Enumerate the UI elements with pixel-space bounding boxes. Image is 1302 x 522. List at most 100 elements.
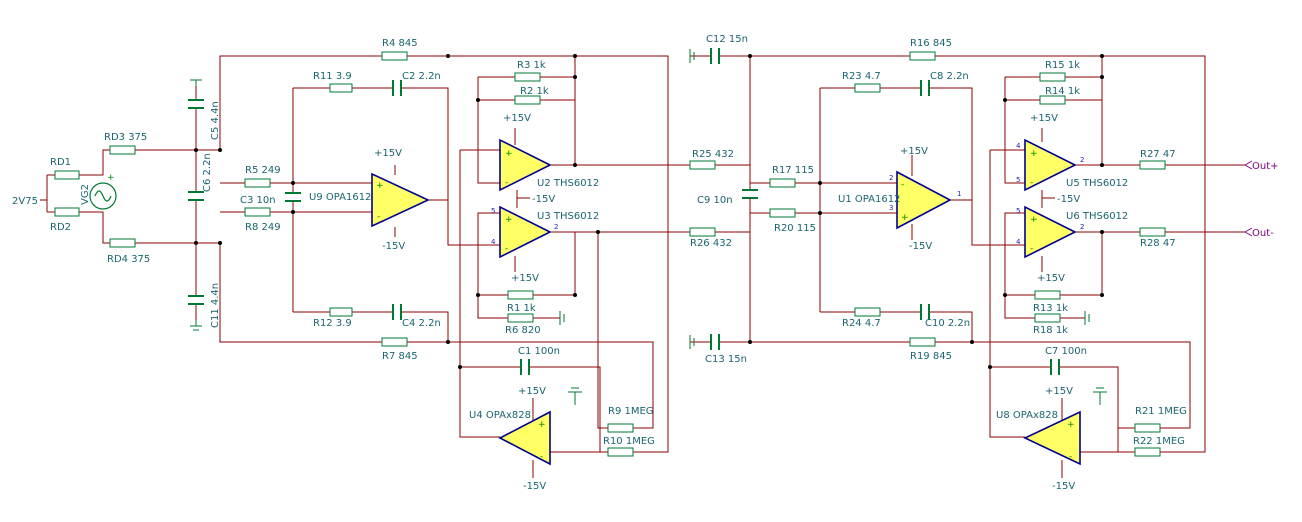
resistor-r17[interactable]: R17 115 xyxy=(769,165,814,188)
supply-pos-label: +15V xyxy=(1030,113,1058,124)
resistor-r26[interactable]: R26 432 xyxy=(689,227,732,249)
resistor-r8[interactable]: R8 249 xyxy=(244,207,281,233)
resistor-r27[interactable]: R27 47 xyxy=(1139,149,1176,170)
voltage-source-vg2[interactable]: + VG2 2V75 xyxy=(12,173,117,210)
capacitor-c1[interactable]: C1 100n xyxy=(518,346,560,375)
source-value-label: 2V75 xyxy=(12,196,38,207)
opamp-u6[interactable]: + - U6 THS6012 +15V 5 4 2 xyxy=(1016,205,1128,284)
junction-dot xyxy=(1100,54,1104,58)
resistor-r25[interactable]: R25 432 xyxy=(689,149,734,170)
junction-dot xyxy=(1100,163,1104,167)
ground-icon xyxy=(559,311,565,325)
resistor-r4[interactable]: R4 845 xyxy=(381,38,418,61)
resistor-rd1[interactable]: RD1 xyxy=(50,157,80,180)
junction-dot xyxy=(1100,230,1104,234)
capacitor-c4[interactable]: C4 2.2n xyxy=(392,304,441,329)
capacitor-c13[interactable]: C13 15n xyxy=(705,334,747,365)
pin-number: 4 xyxy=(491,238,496,246)
grounds xyxy=(190,49,1107,405)
source-plus-sign: + xyxy=(107,173,115,183)
resistor-r18[interactable]: R18 1k xyxy=(1033,313,1068,336)
port-arrow-icon xyxy=(1244,160,1253,170)
opamp-u1[interactable]: - + +15V -15V U1 OPA1612 2 3 1 xyxy=(838,146,961,252)
opamp-u5[interactable]: + - +15V -15V U5 THS6012 4 5 2 xyxy=(1016,113,1128,208)
opamp-triangle-icon xyxy=(498,410,551,466)
resistor-r12[interactable]: R12 3.9 xyxy=(313,307,353,329)
resistor-r2[interactable]: R2 1k xyxy=(514,86,549,105)
resistor-label: R25 432 xyxy=(692,149,734,160)
capacitor-c11[interactable]: C11 4.4n xyxy=(184,243,221,328)
opamp-u4[interactable]: + - +15V -15V U4 OPAx828 xyxy=(469,386,551,492)
capacitor-c9[interactable]: C9 10n xyxy=(697,189,758,210)
resistor-r7[interactable]: R7 845 xyxy=(381,337,418,362)
capacitor-c10[interactable]: C10 2.2n xyxy=(920,304,970,329)
resistor-label: R19 845 xyxy=(910,351,952,362)
resistor-rd2[interactable]: RD2 xyxy=(50,207,80,233)
junction-dots xyxy=(194,54,1104,369)
junction-dot xyxy=(573,75,577,79)
resistor-r19[interactable]: R19 845 xyxy=(909,337,952,362)
opamp-plus-sign: + xyxy=(901,213,909,223)
resistor-r6[interactable]: R6 820 xyxy=(505,313,541,336)
opamp-u2[interactable]: + - +15V U2 THS6012 xyxy=(499,113,599,192)
resistor-r21[interactable]: R21 1MEG xyxy=(1134,406,1187,433)
junction-dot xyxy=(218,148,222,152)
resistor-label: R18 1k xyxy=(1033,325,1068,336)
resistor-r3[interactable]: R3 1k xyxy=(514,60,546,82)
resistor-r23[interactable]: R23 4.7 xyxy=(842,71,881,93)
capacitor-c6[interactable]: C6 2.2n xyxy=(184,153,213,201)
capacitor-c7[interactable]: C7 100n xyxy=(1045,346,1087,375)
resistor-r22[interactable]: R22 1MEG xyxy=(1133,436,1185,457)
resistor-r28[interactable]: R28 47 xyxy=(1139,227,1176,249)
opamp-minus-sign: - xyxy=(505,244,508,254)
output-port-pos[interactable]: Out+ xyxy=(1244,160,1279,172)
junction-dot xyxy=(1100,75,1104,79)
capacitor-label: C8 2.2n xyxy=(930,71,969,82)
capacitor-c8[interactable]: C8 2.2n xyxy=(920,71,969,96)
resistor-r5[interactable]: R5 249 xyxy=(244,165,281,188)
resistor-r9[interactable]: R9 1MEG xyxy=(607,406,654,433)
resistor-rd4[interactable]: RD4 375 xyxy=(107,238,150,265)
junction-dot xyxy=(1003,293,1007,297)
supply-pos-label: +15V xyxy=(900,146,928,157)
resistor-r14[interactable]: R14 1k xyxy=(1039,86,1080,105)
port-label: Out- xyxy=(1252,228,1274,239)
resistors: RD1 RD2 RD3 375 RD4 375 R4 845 R7 845 R1… xyxy=(50,38,1187,457)
resistor-label: R5 249 xyxy=(245,165,281,176)
capacitor-label: C9 10n xyxy=(697,195,733,206)
source-name-label: VG2 xyxy=(80,184,91,205)
resistor-r20[interactable]: R20 115 xyxy=(769,208,816,234)
output-port-neg[interactable]: Out- xyxy=(1244,227,1274,239)
junction-dot xyxy=(458,365,462,369)
pin-number: 4 xyxy=(1016,238,1021,246)
resistor-r15[interactable]: R15 1k xyxy=(1039,60,1080,82)
resistor-label: R26 432 xyxy=(690,238,732,249)
resistor-r1[interactable]: R1 1k xyxy=(507,290,536,314)
resistor-label: R21 1MEG xyxy=(1135,406,1187,417)
capacitor-c5[interactable]: C5 4.4n xyxy=(184,86,221,150)
resistor-label: R20 115 xyxy=(774,223,816,234)
resistor-rd3[interactable]: RD3 375 xyxy=(104,132,147,155)
capacitor-c12[interactable]: C12 15n xyxy=(706,34,748,64)
resistor-r13[interactable]: R13 1k xyxy=(1033,290,1068,314)
supply-neg-label: -15V xyxy=(909,241,932,252)
resistor-label: RD3 375 xyxy=(104,132,147,143)
resistor-r11[interactable]: R11 3.9 xyxy=(313,71,353,93)
opamp-minus-sign: - xyxy=(540,452,543,462)
opamp-u8[interactable]: + - +15V -15V U8 OPAx828 xyxy=(996,386,1081,492)
resistor-label: R28 47 xyxy=(1140,238,1176,249)
resistor-label: R4 845 xyxy=(382,38,418,49)
opamp-minus-sign: - xyxy=(377,212,380,222)
capacitor-label: C7 100n xyxy=(1045,346,1087,357)
capacitor-c3[interactable]: C3 10n xyxy=(240,192,305,206)
capacitor-c2[interactable]: C2 2.2n xyxy=(392,71,441,96)
resistor-label: R7 845 xyxy=(382,351,418,362)
resistor-r10[interactable]: R10 1MEG xyxy=(603,436,655,457)
opamp-u9[interactable]: + - +15V -15V U9 OPA1612 xyxy=(309,148,430,252)
resistor-r24[interactable]: R24 4.7 xyxy=(842,307,881,329)
opamp-u3[interactable]: + - -15V U3 THS6012 +15V 5 4 2 xyxy=(491,190,599,284)
opamp-label: U8 OPAx828 xyxy=(996,410,1058,421)
resistor-r16[interactable]: R16 845 xyxy=(909,38,952,61)
resistor-label: R17 115 xyxy=(772,165,814,176)
resistor-label: R8 249 xyxy=(245,222,281,233)
